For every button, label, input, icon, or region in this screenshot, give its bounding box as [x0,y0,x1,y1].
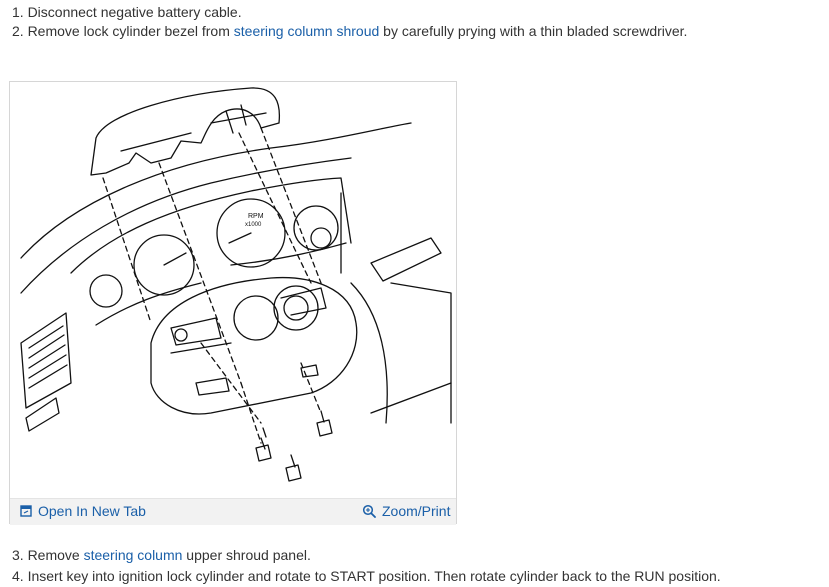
zoom-print-button[interactable]: Zoom/Print [362,503,450,519]
steering-column-shroud-link[interactable]: steering column shroud [233,23,380,39]
steering-column-link[interactable]: steering column [83,547,183,563]
figure-footer: Open In New Tab Zoom/Print [10,498,456,525]
open-in-new-tab-button[interactable]: Open In New Tab [20,503,146,519]
step-1: 1. Disconnect negative battery cable. [12,3,242,21]
step-2: 2. Remove lock cylinder bezel from steer… [12,22,687,40]
step-4: 4. Insert key into ignition lock cylinde… [12,567,721,585]
open-in-new-tab-label: Open In New Tab [38,503,146,519]
figure-container: RPM x1000 [9,81,457,525]
step-3: 3. Remove steering column upper shroud p… [12,546,311,564]
step-2-suffix: by carefully prying with a thin bladed s… [379,23,688,39]
step-1-text: 1. Disconnect negative battery cable. [12,4,242,20]
step-3-prefix: 3. Remove [12,547,84,563]
step-4-text: 4. Insert key into ignition lock cylinde… [12,568,721,584]
rpm-scale-label: x1000 [245,222,262,228]
rpm-label: RPM [248,213,264,220]
step-3-suffix: upper shroud panel. [182,547,311,563]
steering-column-diagram: RPM x1000 [11,83,456,497]
zoom-print-label: Zoom/Print [382,503,451,519]
open-in-new-tab-icon [20,505,32,517]
step-2-prefix: 2. Remove lock cylinder bezel from [12,23,234,39]
magnifier-icon [362,504,376,518]
